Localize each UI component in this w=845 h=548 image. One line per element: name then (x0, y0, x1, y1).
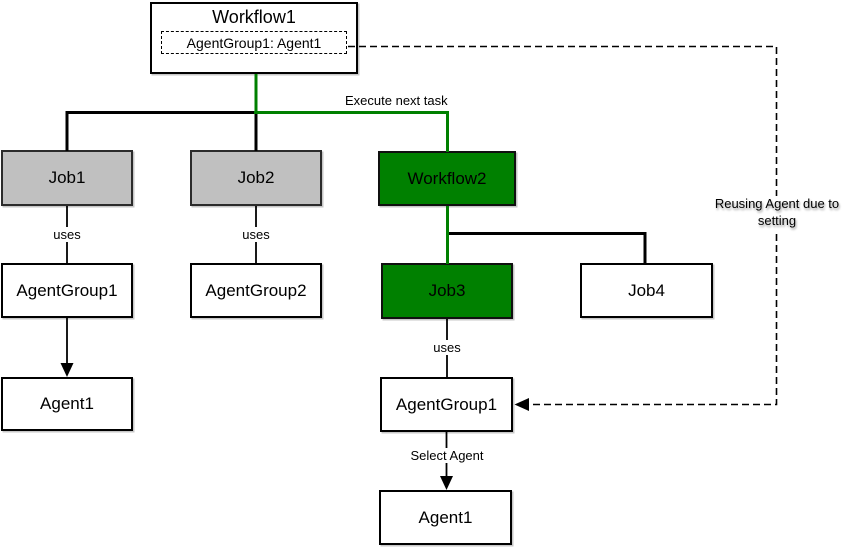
node-job3: Job3 (381, 263, 513, 319)
node-job2: Job2 (190, 150, 322, 206)
node-agentgroup1-mid: AgentGroup1 (380, 377, 513, 432)
node-agentgroup1-left: AgentGroup1 (1, 263, 133, 318)
node-agentgroup2: AgentGroup2 (190, 263, 322, 318)
node-workflow1-agent-binding: AgentGroup1: Agent1 (161, 31, 347, 54)
node-agent1-mid: Agent1 (379, 490, 512, 545)
edge-workflow1-job1 (65, 111, 258, 151)
label-reusing-agent: Reusing Agent due to setting (711, 196, 843, 230)
label-select-agent: Select Agent (400, 448, 494, 463)
edge-workflow2-job4 (446, 232, 647, 264)
node-job1: Job1 (1, 150, 133, 206)
label-uses-job2: uses (234, 227, 278, 242)
arrowhead-reuse (514, 398, 529, 411)
node-workflow2: Workflow2 (378, 151, 516, 206)
node-workflow1-title: Workflow1 (212, 7, 296, 27)
edge-workflow1-workflow2-green (254, 111, 449, 152)
label-uses-job3: uses (425, 340, 469, 355)
label-uses-job1: uses (45, 227, 89, 242)
arrowhead-agent1-mid (440, 476, 453, 490)
node-job4: Job4 (580, 263, 713, 318)
arrowhead-agent1-left (60, 363, 74, 377)
label-execute-next-task: Execute next task (345, 93, 448, 108)
node-agent1-left: Agent1 (1, 377, 133, 431)
node-workflow1: Workflow1 AgentGroup1: Agent1 (150, 2, 358, 74)
